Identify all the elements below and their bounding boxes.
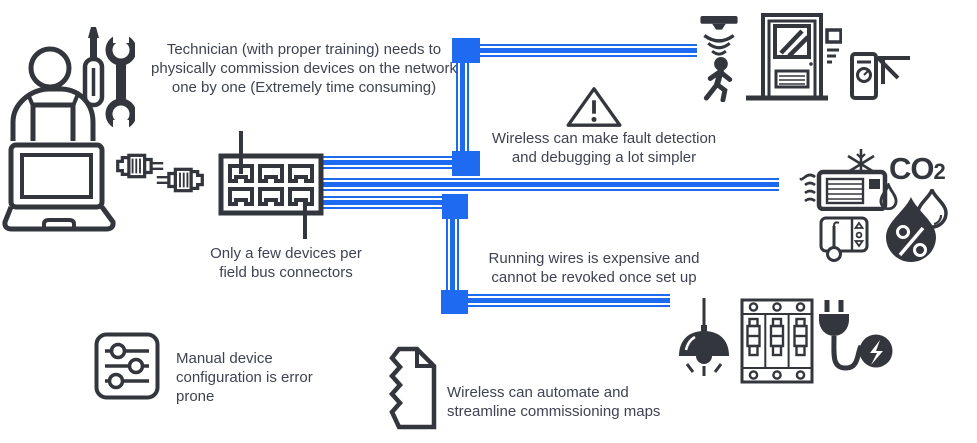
wire-bottom-run	[466, 294, 670, 307]
sliders-icon	[94, 332, 160, 400]
wire-top-run	[478, 44, 697, 57]
pendant-lamp-icon	[677, 298, 731, 384]
thermostat-icon	[819, 213, 869, 263]
ethernet-plug-icon	[115, 153, 165, 179]
wire-junction-1	[452, 38, 480, 63]
air-conditioner-icon	[799, 147, 891, 211]
humidity-icon	[884, 189, 948, 263]
power-plug-icon	[816, 298, 894, 380]
door-access-icon	[742, 12, 842, 102]
technician-note: Technician (with proper training) needs …	[151, 41, 457, 97]
technician-icon	[5, 18, 135, 143]
laptop-icon	[2, 142, 116, 234]
wire-vertical-1	[456, 60, 469, 152]
motion-sensor-icon	[697, 14, 741, 102]
wire-junction-4	[441, 290, 468, 314]
turnstile-icon	[850, 48, 912, 100]
automate-note: Wireless can automate and streamline com…	[447, 384, 661, 421]
circuit-breaker-icon	[740, 298, 814, 384]
ethernet-plug-icon	[154, 167, 206, 193]
co2-main: CO	[889, 151, 934, 186]
wire-panel-bottom	[323, 196, 444, 209]
wire-junction-3	[442, 194, 468, 219]
fault-note: Wireless can make fault detection and de…	[491, 130, 717, 167]
wire-vertical-2	[446, 218, 459, 291]
torn-document-icon	[383, 346, 441, 430]
droplet-icon	[879, 183, 898, 210]
field-bus-connector-icon	[218, 126, 324, 242]
wire-middle-run	[323, 178, 779, 191]
warning-icon	[565, 85, 623, 129]
fieldbus-note: Only a few devices per field bus connect…	[210, 245, 362, 282]
manual-note: Manual device configuration is error pro…	[176, 350, 313, 406]
wire-junction-2	[452, 151, 480, 176]
co2-label: CO2	[889, 151, 946, 187]
wiring-note: Running wires is expensive and cannot be…	[488, 250, 700, 287]
co2-sub: 2	[933, 159, 946, 184]
wire-panel-top	[323, 156, 453, 169]
